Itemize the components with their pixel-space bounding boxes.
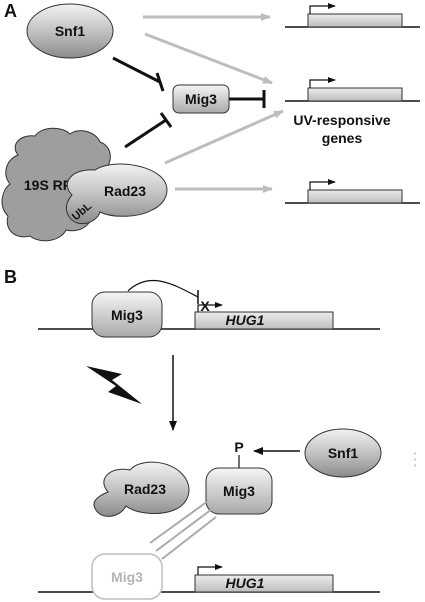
mig3-bound: Mig3 (91, 279, 199, 338)
activation-arrows (143, 13, 284, 193)
snf1-inhibits-mig3 (112, 56, 161, 84)
rad23-label-b: Rad23 (124, 481, 166, 497)
panel-b-letter: B (4, 267, 17, 287)
snf1-protein: Snf1 (26, 3, 114, 59)
mig3-repression-curve (127, 279, 199, 298)
mig3-released: Mig3 (91, 553, 163, 600)
mig3-protein-a: Mig3 (172, 84, 230, 114)
rad23-inhibits-mig3 (124, 118, 167, 149)
gene-1 (285, 3, 420, 28)
phospho-label: P (234, 439, 243, 455)
snf1-label: Snf1 (55, 23, 86, 39)
mig3-released-label: Mig3 (111, 569, 143, 585)
proteasome-label: 19S RP (24, 177, 72, 193)
inhibition-lines (112, 56, 266, 149)
mig3-phosphorylated: P Mig3 (205, 439, 273, 515)
hug1-label-after: HUG1 (226, 575, 265, 591)
blocked-transcription-mark: X (200, 298, 210, 314)
mig3-phospho-label: Mig3 (223, 483, 255, 499)
gene-3 (285, 179, 420, 204)
hug1-label-before: HUG1 (226, 312, 265, 328)
mig3-bound-label: Mig3 (111, 307, 143, 323)
rad23-label-a: Rad23 (104, 183, 146, 199)
hug1-gene-repressed: HUG1 X (38, 298, 380, 330)
gene-2 (285, 77, 420, 102)
snf1-inhibit-bar (155, 72, 165, 92)
snf1-to-gene2-arrow (144, 32, 273, 85)
snf1-label-b: Snf1 (328, 445, 359, 461)
genes-label-line2: genes (322, 130, 363, 146)
rad23-protein-a: Rad23 UbL (65, 163, 168, 225)
release-lines (149, 500, 217, 560)
mig3-label-a: Mig3 (185, 91, 217, 107)
rad23-inhibit-bar (159, 112, 173, 128)
uv-lightning-icon (86, 366, 142, 404)
hug1-gene-active: HUG1 (38, 564, 380, 593)
genes-label-line1: UV-responsive (293, 112, 390, 128)
rad23-protein-b: Rad23 (93, 461, 190, 517)
snf1-protein-b: Snf1 (304, 428, 382, 478)
panel-a-letter: A (4, 1, 17, 21)
rad23-to-gene2-arrow (164, 109, 284, 165)
